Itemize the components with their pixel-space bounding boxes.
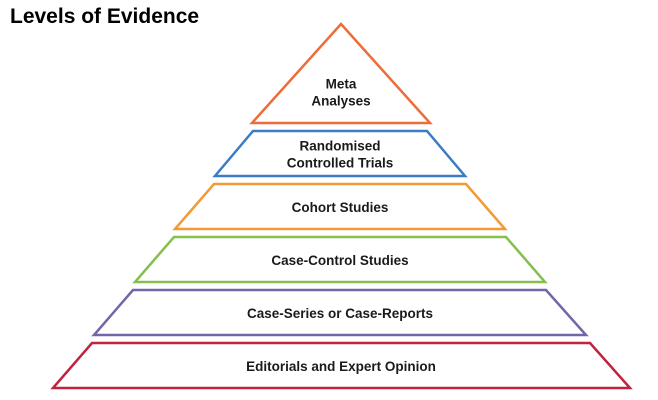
- tier-shape: [132, 235, 548, 284]
- tier-label: Editorials and Expert Opinion: [246, 359, 436, 374]
- tier-label: Case-Series or Case-Reports: [247, 306, 433, 321]
- tier-label: Cohort Studies: [292, 200, 389, 215]
- tier-case-control-studies: Case-Control Studies: [132, 235, 548, 284]
- diagram-title: Levels of Evidence: [10, 5, 200, 28]
- tier-shape: [249, 22, 433, 125]
- tier-label: Randomised: [299, 139, 380, 154]
- tier-label: Analyses: [311, 94, 370, 109]
- tier-label: Meta: [326, 77, 357, 92]
- tier-cohort-studies: Cohort Studies: [172, 182, 508, 231]
- tier-label: Controlled Trials: [287, 156, 394, 171]
- tier-shape: [172, 182, 508, 231]
- tier-label: Case-Control Studies: [271, 253, 408, 268]
- tier-shape: [212, 129, 468, 178]
- tier-editorials-and-expert-opinion: Editorials and Expert Opinion: [50, 341, 633, 390]
- tier-shape: [91, 288, 589, 337]
- tier-shape: [50, 341, 633, 390]
- tier-case-series-or-case-reports: Case-Series or Case-Reports: [91, 288, 589, 337]
